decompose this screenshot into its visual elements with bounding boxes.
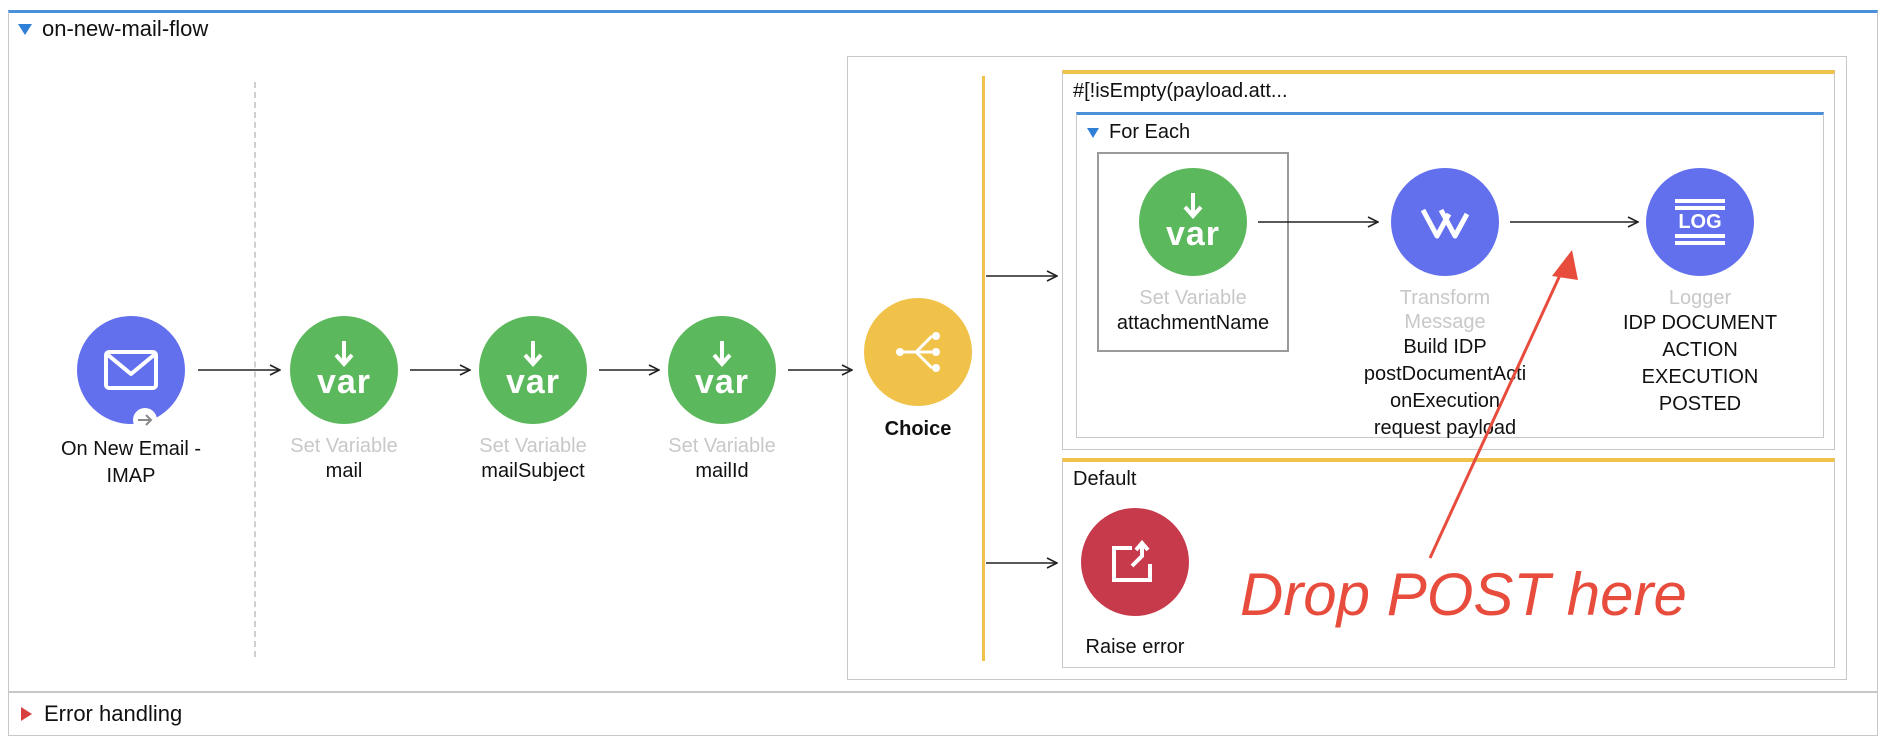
var-icon: var bbox=[317, 341, 371, 399]
on-new-email-circle[interactable] bbox=[77, 316, 185, 432]
choice-circle[interactable] bbox=[864, 298, 972, 406]
source-name-line2: IMAP bbox=[106, 465, 156, 487]
for-each-scope[interactable]: For Each bbox=[1076, 112, 1824, 438]
set-variable-attachmentname-type: Set Variable bbox=[1139, 287, 1247, 309]
logger-circle[interactable]: LOG bbox=[1646, 168, 1754, 276]
choice-rail bbox=[982, 76, 985, 661]
transform-message[interactable]: Transform Message Build IDP postDocument… bbox=[1360, 168, 1530, 442]
envelope-icon bbox=[104, 350, 158, 390]
var-icon: var bbox=[1166, 193, 1220, 251]
set-variable-mailsubject-name: mailSubject bbox=[481, 460, 585, 482]
transform-message-circle[interactable] bbox=[1391, 168, 1499, 276]
transform-icon bbox=[1420, 208, 1470, 239]
set-variable-attachmentname-name: attachmentName bbox=[1116, 312, 1270, 334]
transform-message-type: Transform Message bbox=[1399, 287, 1491, 333]
collapse-triangle-icon[interactable] bbox=[18, 23, 32, 35]
raise-error-name: Raise error bbox=[1085, 636, 1185, 658]
logger-name-line2: ACTION bbox=[1662, 339, 1738, 361]
for-each-header[interactable]: For Each bbox=[1087, 121, 1190, 144]
var-icon: var bbox=[695, 341, 749, 399]
logger-name-line3: EXECUTION bbox=[1641, 366, 1759, 388]
annotation-arrow bbox=[1428, 261, 1568, 559]
set-variable-mailid-type: Set Variable bbox=[668, 435, 776, 457]
set-variable-mailsubject-type: Set Variable bbox=[479, 435, 587, 457]
transform-name-line1: Build IDP bbox=[1403, 336, 1487, 358]
set-variable-mail-type: Set Variable bbox=[290, 435, 398, 457]
set-variable-mailid-circle[interactable]: var bbox=[668, 316, 776, 424]
transform-name-line4: request payload bbox=[1373, 417, 1517, 439]
drop-annotation: Drop POST here bbox=[1240, 561, 1687, 628]
logger[interactable]: LOG Logger IDP DOCUMENT ACTION EXECUTION… bbox=[1620, 168, 1780, 418]
set-variable-mailid[interactable]: var Set Variable mailId bbox=[642, 316, 802, 485]
set-variable-mail[interactable]: var Set Variable mail bbox=[264, 316, 424, 485]
default-route[interactable]: Default bbox=[1062, 458, 1835, 668]
set-variable-mail-name: mail bbox=[325, 460, 363, 482]
set-variable-mailsubject-circle[interactable]: var bbox=[479, 316, 587, 424]
annotation-arrowhead bbox=[1552, 250, 1578, 280]
raise-error-circle[interactable] bbox=[1081, 508, 1189, 616]
source-badge-icon bbox=[133, 408, 157, 432]
flow-header[interactable]: on-new-mail-flow bbox=[18, 14, 208, 44]
set-variable-mail-circle[interactable]: var bbox=[290, 316, 398, 424]
choice-branch-icon bbox=[896, 332, 940, 372]
raise-error-icon bbox=[1112, 540, 1152, 582]
error-handling-label: Error handling bbox=[44, 701, 183, 726]
on-new-email-source[interactable]: On New Email - IMAP bbox=[51, 316, 211, 490]
selected-processor-highlight bbox=[1097, 152, 1289, 352]
flow-name: on-new-mail-flow bbox=[42, 16, 209, 41]
default-label: Default bbox=[1073, 468, 1137, 490]
choice-label: Choice bbox=[884, 418, 952, 440]
choice-router[interactable]: Choice bbox=[838, 298, 998, 443]
set-variable-attachmentname[interactable]: var Set Variable attachmentName bbox=[1113, 168, 1273, 337]
set-variable-mailid-name: mailId bbox=[695, 460, 749, 482]
collapse-triangle-icon[interactable] bbox=[1087, 127, 1099, 138]
logger-name-line4: POSTED bbox=[1658, 393, 1742, 415]
when-condition: #[!isEmpty(payload.att... bbox=[1073, 80, 1288, 102]
transform-name-line3: onExecution bbox=[1389, 390, 1501, 412]
logger-name-line1: IDP DOCUMENT bbox=[1622, 312, 1778, 334]
set-variable-mailsubject[interactable]: var Set Variable mailSubject bbox=[453, 316, 613, 485]
var-icon: var bbox=[506, 341, 560, 399]
transform-name-line2: postDocumentActi bbox=[1363, 363, 1527, 385]
raise-error[interactable]: Raise error bbox=[1055, 508, 1215, 661]
source-name-line1: On New Email - bbox=[60, 438, 202, 460]
error-handling-section[interactable]: Error handling bbox=[8, 692, 1878, 736]
log-icon: LOG bbox=[1675, 199, 1725, 245]
logger-type: Logger bbox=[1668, 287, 1732, 309]
expand-triangle-icon[interactable] bbox=[21, 707, 32, 721]
for-each-label: For Each bbox=[1109, 121, 1191, 143]
set-variable-attachmentname-circle[interactable]: var bbox=[1139, 168, 1247, 276]
